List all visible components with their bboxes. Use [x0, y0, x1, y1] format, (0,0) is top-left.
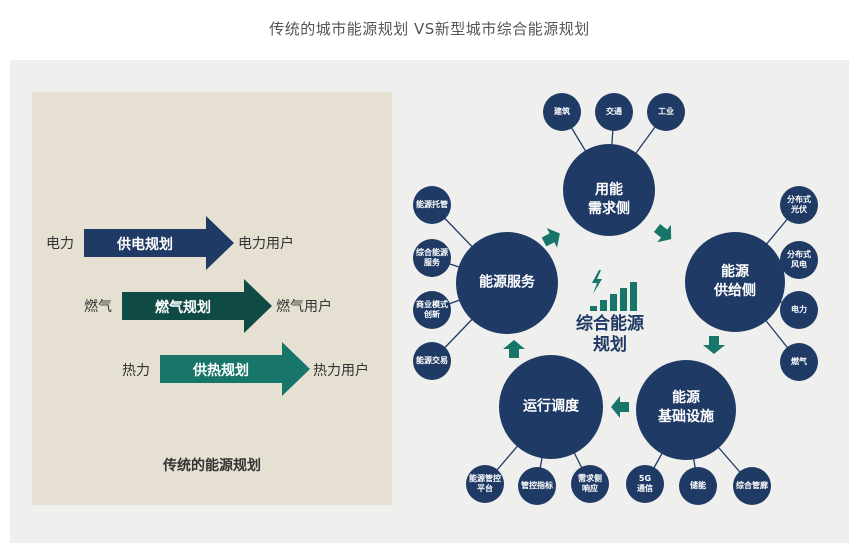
hub-demand-circle: [563, 144, 655, 236]
cycle-arrow-dispatch-to-service: [503, 340, 525, 358]
flow-source-heat: 热力: [122, 363, 150, 379]
cycle-arrow-demand-to-supply: [653, 224, 672, 243]
child-label-industry: 工业: [658, 107, 674, 116]
cycle-arrow-service-to-demand: [541, 228, 560, 248]
child-label-utility-tunnel: 综合管廊: [736, 481, 768, 490]
hub-infra-circle: [636, 360, 736, 460]
flow-arrow-power: [84, 216, 234, 270]
flow-process-heat: 供热规划: [193, 363, 249, 379]
child-label-integrated-service: 综合能源服务: [416, 248, 448, 267]
child-label-energy-hosting: 能源托管: [416, 200, 448, 209]
cycle-arrow-supply-to-infra: [703, 336, 725, 354]
flow-source-power: 电力: [46, 236, 74, 252]
signal-bars-icon: [590, 282, 637, 311]
child-label-business-model: 商业模式创新: [416, 300, 448, 319]
flow-target-gas: 燃气用户: [276, 299, 332, 315]
flow-target-power: 电力用户: [238, 236, 294, 252]
traditional-caption: 传统的能源规划: [163, 458, 261, 474]
flow-process-power: 供电规划: [117, 237, 173, 253]
child-circles: [413, 93, 818, 505]
hub-supply-label: 能源 供给侧: [714, 264, 756, 299]
hub-dispatch-label: 运行调度: [523, 398, 579, 415]
child-label-distributed-pv: 分布式光伏: [787, 195, 811, 214]
cycle-arrow-infra-to-dispatch: [611, 396, 629, 418]
hub-demand-label: 用能 需求侧: [588, 182, 630, 217]
cycle-arrows: [503, 224, 725, 418]
hub-infra-label: 能源 基础设施: [658, 390, 714, 425]
child-label-distributed-wind: 分布式风电: [787, 250, 811, 269]
flow-process-gas: 燃气规划: [155, 300, 211, 316]
hub-supply-circle: [685, 232, 785, 332]
flow-arrow-heat: [160, 342, 310, 396]
lightning-icon: [592, 270, 602, 294]
child-label-energy-trading: 能源交易: [416, 356, 448, 365]
child-label-transport: 交通: [606, 107, 622, 116]
child-label-control-platform: 能源管控平台: [469, 474, 501, 493]
hub-service-circle: [456, 232, 558, 334]
flow-arrow-gas: [122, 279, 272, 333]
child-label-storage: 储能: [690, 481, 706, 490]
child-label-demand-response: 需求侧响应: [578, 474, 602, 493]
hub-dispatch-circle: [499, 355, 603, 459]
child-label-gas: 燃气: [791, 357, 807, 366]
page-title: 传统的城市能源规划 VS新型城市综合能源规划: [269, 20, 590, 38]
center-title: 综合能源 规划: [576, 314, 644, 356]
flow-target-heat: 热力用户: [313, 363, 369, 379]
hub-service-label: 能源服务: [479, 274, 535, 291]
child-label-electricity: 电力: [791, 305, 807, 314]
flow-source-gas: 燃气: [84, 299, 112, 315]
child-label-control-index: 管控指标: [521, 481, 553, 490]
child-label-building: 建筑: [554, 107, 570, 116]
